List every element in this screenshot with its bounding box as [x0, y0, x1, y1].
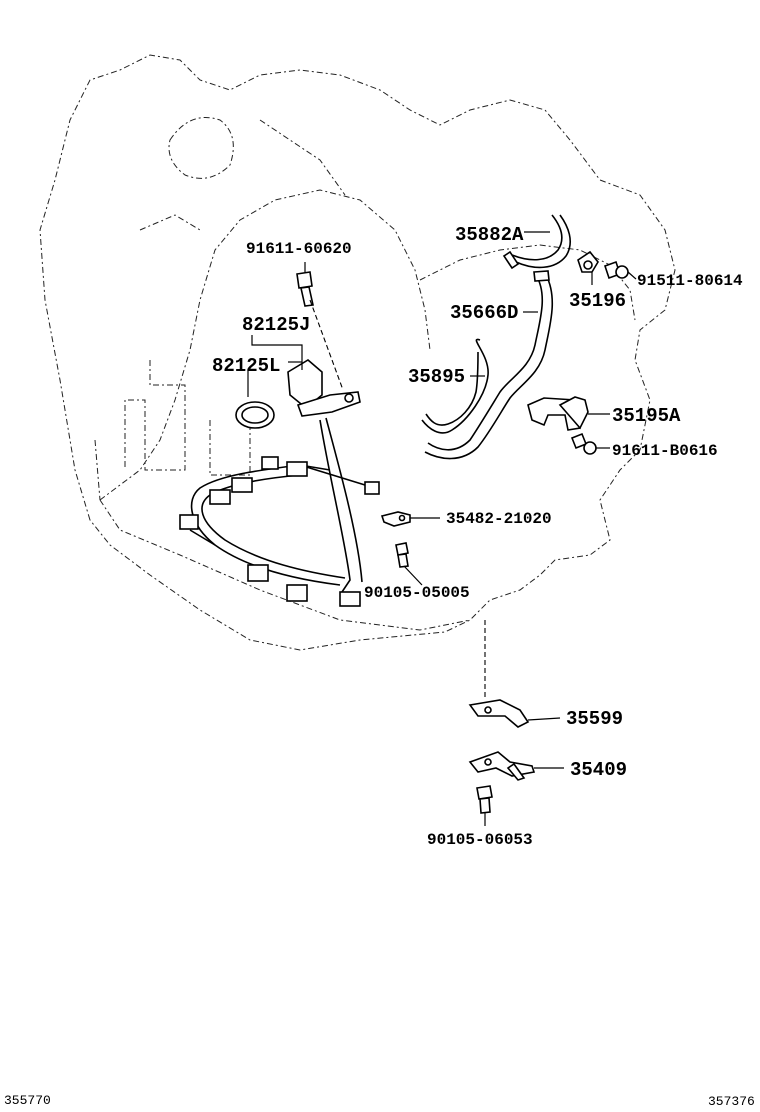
bracket-35599[interactable]: [468, 699, 561, 728]
label-35196: 35196: [569, 290, 626, 312]
speed-sensor-connector[interactable]: [287, 299, 361, 417]
clip-35482-21020[interactable]: [380, 511, 440, 527]
hose-35895[interactable]: [421, 338, 489, 434]
label-35409: 35409: [570, 759, 627, 781]
transmission-housing-outline: [39, 54, 676, 651]
clamp-35196[interactable]: [577, 250, 599, 285]
label-35666d: 35666D: [450, 302, 518, 324]
label-35195a: 35195A: [612, 405, 681, 427]
bolt-90105-05005[interactable]: [395, 542, 423, 586]
bolt-91511-80614[interactable]: [603, 260, 637, 280]
label-91511-80614: 91511-80614: [637, 272, 743, 290]
label-35895: 35895: [408, 366, 465, 388]
label-90105-06053: 90105-06053: [427, 831, 533, 849]
label-35882a: 35882A: [455, 224, 524, 246]
bolt-90105-06053[interactable]: [476, 785, 493, 826]
label-91611-b0616: 91611-B0616: [612, 442, 718, 460]
label-91611-60620: 91611-60620: [246, 240, 352, 258]
bracket-35409[interactable]: [468, 751, 564, 781]
bolt-91611-60620[interactable]: [296, 262, 314, 307]
footer-left-code: 355770: [4, 1093, 51, 1108]
label-82125l: 82125L: [212, 355, 280, 377]
hose-35882a[interactable]: [502, 214, 571, 270]
wire-harness[interactable]: [179, 417, 380, 607]
label-bracket-82125: [251, 335, 303, 370]
label-35482-21020: 35482-21020: [446, 510, 552, 528]
footer-right-code: 357376: [708, 1094, 755, 1109]
o-ring-inner: [241, 406, 269, 424]
label-90105-05005: 90105-05005: [364, 584, 470, 602]
label-35599: 35599: [566, 708, 623, 730]
hose-35666d[interactable]: [424, 270, 553, 460]
label-82125j: 82125J: [242, 314, 310, 336]
bolt-91611-b0616[interactable]: [570, 432, 610, 455]
bracket-35195a[interactable]: [527, 396, 610, 431]
